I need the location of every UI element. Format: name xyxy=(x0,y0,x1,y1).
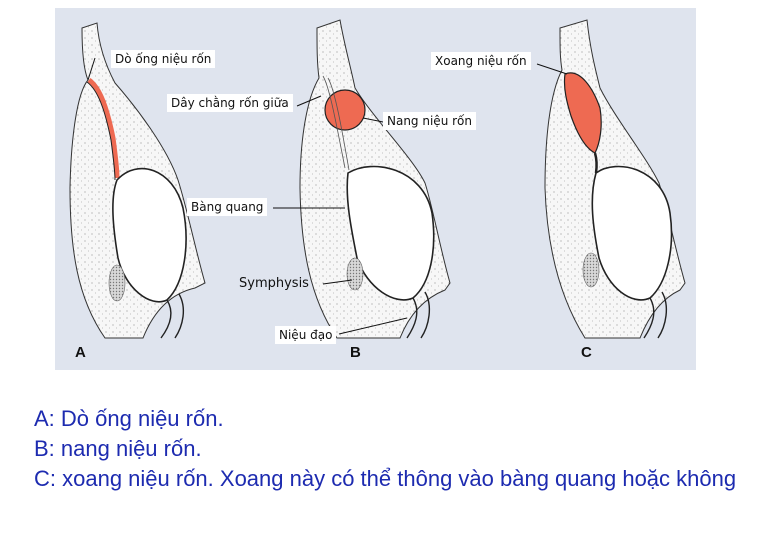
panel-b-bladder xyxy=(346,165,435,301)
urachal-anomalies-figure: Dò ống niệu rốn Dây chằng rốn giữa Nang … xyxy=(55,8,696,370)
label-urachal-fistula: Dò ống niệu rốn xyxy=(111,50,216,68)
panel-b-median-umbilical-ligament xyxy=(322,75,350,171)
caption-line-b: B: nang niệu rốn. xyxy=(34,436,202,461)
panel-a-urachal-fistula xyxy=(87,77,120,179)
panel-b-symphysis xyxy=(346,257,364,291)
leader-a-fistula xyxy=(87,57,96,81)
panel-c-drawing xyxy=(544,19,686,339)
panel-c-bladder xyxy=(591,165,673,301)
panel-c-urethra xyxy=(643,291,668,339)
panel-a-symphysis xyxy=(108,264,126,302)
panel-letter-b: B xyxy=(350,344,361,361)
label-median-umbilical-ligament: Dây chằng rốn giữa xyxy=(167,94,293,112)
figure-drawing xyxy=(69,19,686,339)
leader-b-urethra xyxy=(338,317,408,335)
panel-b-drawing xyxy=(299,19,451,339)
panel-a-bladder xyxy=(112,167,187,303)
label-urachal-sinus: Xoang niệu rốn xyxy=(431,52,531,70)
figure-caption: A: Dò ống niệu rốn. B: nang niệu rốn. C:… xyxy=(34,404,754,494)
label-bladder: Bàng quang xyxy=(187,198,268,216)
leader-b-cyst xyxy=(362,117,384,123)
leader-lines xyxy=(87,57,568,335)
panel-c-symphysis xyxy=(582,252,600,288)
label-symphysis: Symphysis xyxy=(239,276,309,291)
panel-c-sinus-cord xyxy=(593,152,598,174)
panel-a-drawing xyxy=(69,22,206,339)
caption-line-c: C: xoang niệu rốn. Xoang này có thể thôn… xyxy=(34,466,737,491)
leader-b-symphysis xyxy=(322,279,353,285)
panel-b-urethra xyxy=(406,291,431,339)
caption-line-a: A: Dò ống niệu rốn. xyxy=(34,406,224,431)
panel-a-urethra xyxy=(160,293,185,339)
panel-letter-a: A xyxy=(75,344,86,361)
label-urachal-cyst: Nang niệu rốn xyxy=(383,112,476,130)
leader-c-sinus xyxy=(536,63,568,75)
label-urethra: Niệu đạo xyxy=(275,326,337,344)
panel-letter-c: C xyxy=(581,344,592,361)
leader-b-ligament xyxy=(296,95,322,107)
panel-a-urachal-fistula-outline xyxy=(86,81,116,181)
panel-b-urachal-cyst xyxy=(324,89,366,131)
